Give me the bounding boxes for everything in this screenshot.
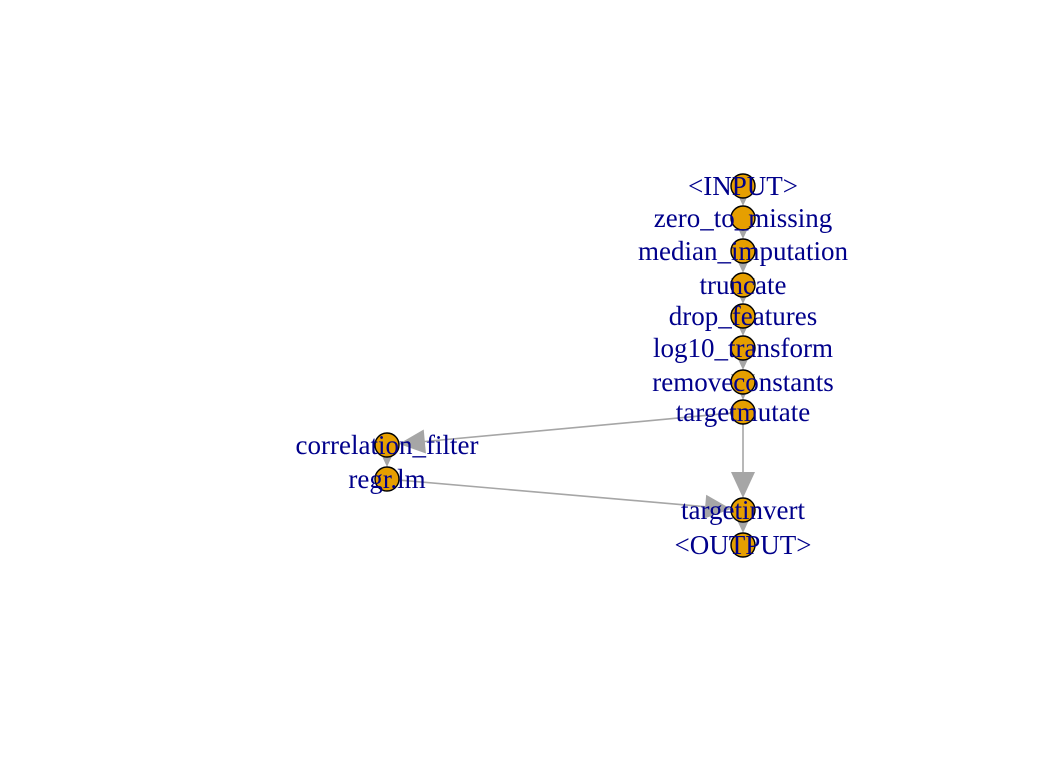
node-label-targetinvert: targetinvert [681,495,805,525]
arrowhead-targetmutate-to-correlation_filter [398,429,426,454]
node-label-truncate: truncate [700,270,787,300]
labels-layer: <INPUT>zero_to_missingmedian_imputationt… [296,171,849,560]
arrowhead-regr_lm-to-targetinvert [704,494,732,519]
node-label-log10_transform: log10_transform [653,333,833,363]
edge-targetmutate-to-correlation_filter [420,412,732,443]
node-correlation_filter [374,432,400,458]
nodes-layer [374,173,756,558]
node-log10_transform [730,335,756,361]
node-label-median_imputation: median_imputation [638,236,848,266]
node-median_imputation [730,238,756,264]
node-targetinvert [730,497,756,523]
node-regr_lm [374,466,400,492]
node-truncate [730,272,756,298]
node-targetmutate [730,399,756,425]
arrowhead-targetmutate-to-targetinvert [731,472,755,498]
node-label-removeconstants: removeconstants [652,367,833,397]
node-removeconstants [730,369,756,395]
node-label-regr_lm: regr.lm [348,464,425,494]
edge-regr_lm-to-targetinvert [398,479,710,508]
node-input [730,173,756,199]
node-drop_features [730,303,756,329]
node-label-output: <OUTPUT> [675,530,812,560]
node-zero_to_missing [730,205,756,231]
node-label-drop_features: drop_features [669,301,817,331]
node-label-input: <INPUT> [688,171,798,201]
node-label-zero_to_missing: zero_to_missing [654,203,832,233]
node-label-targetmutate: targetmutate [676,397,810,427]
node-label-correlation_filter: correlation_filter [296,430,479,460]
node-output [730,532,756,558]
